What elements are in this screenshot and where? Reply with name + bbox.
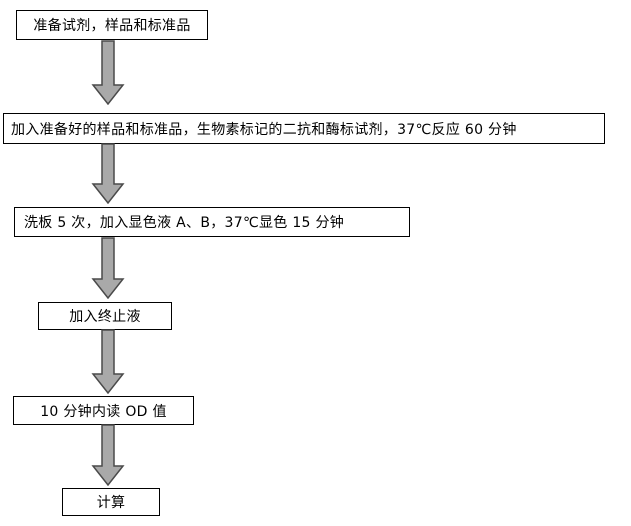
- down-arrow-icon: [91, 329, 125, 394]
- down-arrow-icon: [91, 143, 125, 204]
- down-arrow-icon: [91, 237, 125, 299]
- step-4-box: 加入终止液: [38, 302, 172, 330]
- step-1-box: 准备试剂，样品和标准品: [16, 10, 208, 40]
- down-arrow-shape: [91, 40, 125, 105]
- step-5-box: 10 分钟内读 OD 值: [13, 396, 194, 425]
- step-2-box: 加入准备好的样品和标准品，生物素标记的二抗和酶标试剂，37℃反应 60 分钟: [3, 113, 605, 144]
- down-arrow-icon: [91, 40, 125, 105]
- step-6-box: 计算: [62, 488, 160, 516]
- down-arrow-shape: [91, 237, 125, 299]
- down-arrow-shape: [91, 424, 125, 486]
- down-arrow-icon: [91, 424, 125, 486]
- down-arrow-shape: [91, 143, 125, 204]
- down-arrow-shape: [91, 329, 125, 394]
- step-3-box: 洗板 5 次，加入显色液 A、B，37℃显色 15 分钟: [14, 207, 410, 237]
